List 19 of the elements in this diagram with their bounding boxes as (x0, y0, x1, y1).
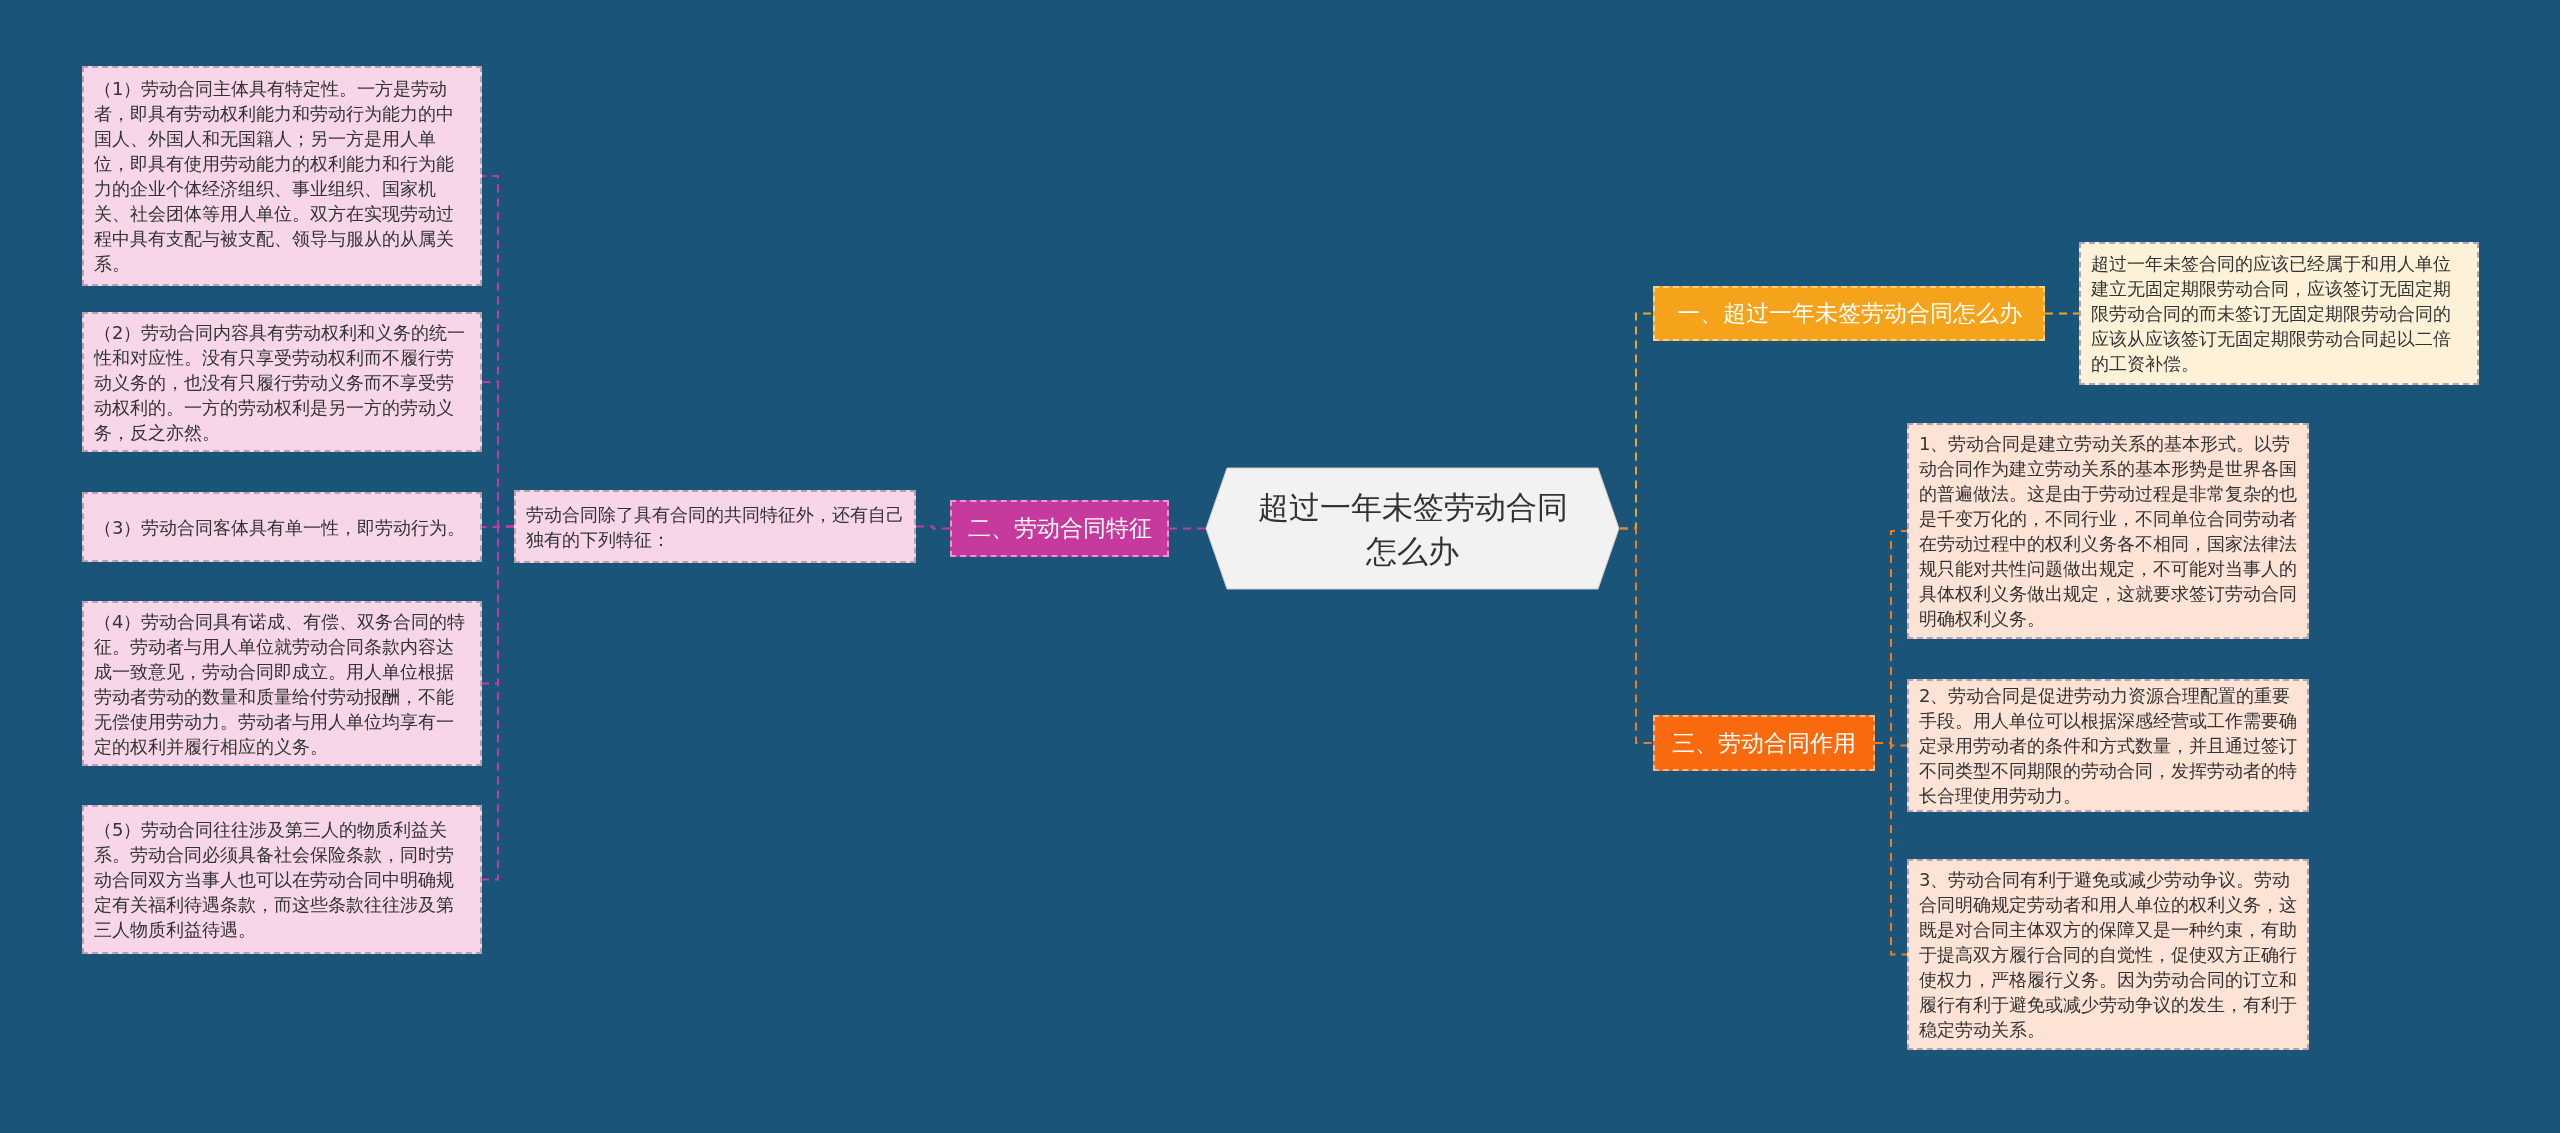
connector (2044, 312, 2080, 315)
branch-box: 二、劳动合同特征 (950, 500, 1169, 557)
text-box: 劳动合同除了具有合同的共同特征外，还有自己独有的下列特征： (514, 490, 916, 563)
text-box: （4）劳动合同具有诺成、有偿、双务合同的特征。劳动者与用人单位就劳动合同条款内容达成一致意见，劳动合同即成立。用人单位根据劳动者劳动的数量和质量给付劳动报酬，不能无偿使用劳动力。劳动者与用人单位均享有一定的权利并履行相应的义务。 (82, 601, 482, 766)
connector (1619, 527, 1654, 744)
text-box: （1）劳动合同主体具有特定性。一方是劳动者，即具有劳动权利能力和劳动行为能力的中国人、外国人和无国籍人；另一方是用人单位，即具有使用劳动能力的权利能力和行为能力的企业个体经济组织、事业组织、国家机关、社会团体等用人单位。双方在实现劳动过程中具有支配与被支配、领导与服从的从属关系。 (82, 66, 482, 286)
text-box: （5）劳动合同往往涉及第三人的物质利益关系。劳动合同必须具备社会保险条款，同时劳动合同双方当事人也可以在劳动合同中明确规定有关福利待遇条款，而这些条款往往涉及第三人物质利益待遇。 (82, 805, 482, 954)
text-box: 1、劳动合同是建立劳动关系的基本形式。以劳动合同作为建立劳动关系的基本形势是世界各国的普遍做法。这是由于劳动过程是非常复杂的也是千变万化的，不同行业，不同单位合同劳动者在劳动过程中的权利义务各不相同，国家法律法规只能对共性问题做出规定，不可能对当事人的具体权利义务做出规定，这就要求签订劳动合同明确权利义务。 (1907, 423, 2309, 639)
connector (1168, 527, 1206, 530)
text-box: （2）劳动合同内容具有劳动权利和义务的统一性和对应性。没有只享受劳动权利而不履行劳动义务的，也没有只履行劳动义务而不享受劳动权利的。一方的劳动权利是另一方的劳动义务，反之亦然。 (82, 312, 482, 452)
branch-box: 三、劳动合同作用 (1653, 715, 1875, 771)
text-box: 超过一年未签合同的应该已经属于和用人单位建立无固定期限劳动合同，应该签订无固定期限劳动合同的而未签订无固定期限劳动合同的应该从应该签订无固定期限劳动合同起以二倍的工资补偿。 (2079, 242, 2479, 385)
text-box: 2、劳动合同是促进劳动力资源合理配置的重要手段。用人单位可以根据深感经营或工作需要确定录用劳动者的条件和方式数量，并且通过签订不同类型不同期限的劳动合同，发挥劳动者的特长合理使用劳动力。 (1907, 679, 2309, 812)
connector (1874, 742, 1908, 956)
branch-box: 一、超过一年未签劳动合同怎么办 (1653, 286, 2045, 341)
topic-hexagon: 超过一年未签劳动合同怎么办 (1205, 467, 1620, 590)
connector (915, 525, 951, 530)
text-box: （3）劳动合同客体具有单一性，即劳动行为。 (82, 492, 482, 562)
text-box: 3、劳动合同有利于避免或减少劳动争议。劳动合同明确规定劳动者和用人单位的权利义务，这既是对合同主体双方的保障又是一种约束，有助于提高双方履行合同的自觉性，促使双方正确行使权力，严格履行义务。因为劳动合同的订立和履行有利于避免或减少劳动争议的发生，有利于稳定劳动关系。 (1907, 859, 2309, 1050)
